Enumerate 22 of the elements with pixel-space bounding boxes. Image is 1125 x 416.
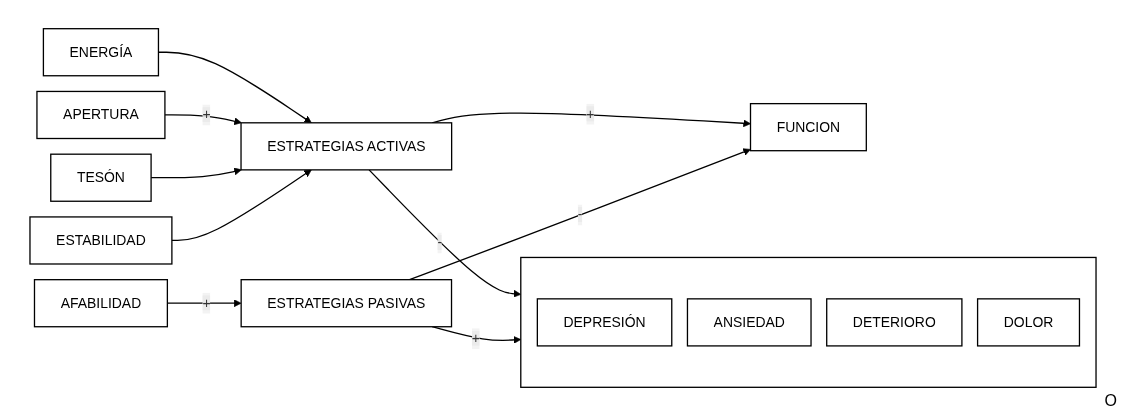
edge-label: + — [471, 330, 480, 346]
node-box: TESÓN — [49, 153, 152, 202]
note-text: O — [1104, 392, 1117, 409]
node-box: ESTABILIDAD — [28, 216, 173, 265]
node-box: ESTRATEGIAS ACTIVAS — [239, 122, 452, 171]
edge-label: + — [585, 106, 594, 122]
node-box: DEPRESIÓN — [536, 298, 672, 347]
arrow — [367, 169, 521, 298]
arrow — [166, 299, 241, 308]
edge-label: - — [436, 235, 442, 250]
node-box: FUNCION — [749, 103, 867, 152]
node-box: ESTRATEGIAS PASIVAS — [240, 279, 452, 328]
cluster — [519, 256, 1097, 388]
node-box: DOLOR — [976, 298, 1080, 347]
node-box: DETERIORO — [825, 298, 963, 347]
edge-label: - — [577, 207, 582, 222]
node-box: ANSIEDAD — [686, 298, 812, 347]
node-box: APERTURA — [35, 90, 166, 140]
edge-label: + — [201, 295, 211, 311]
edge-label: + — [201, 107, 211, 122]
node-box: ENERGÍA — [42, 28, 159, 77]
node-box: AFABILIDAD — [33, 279, 168, 328]
